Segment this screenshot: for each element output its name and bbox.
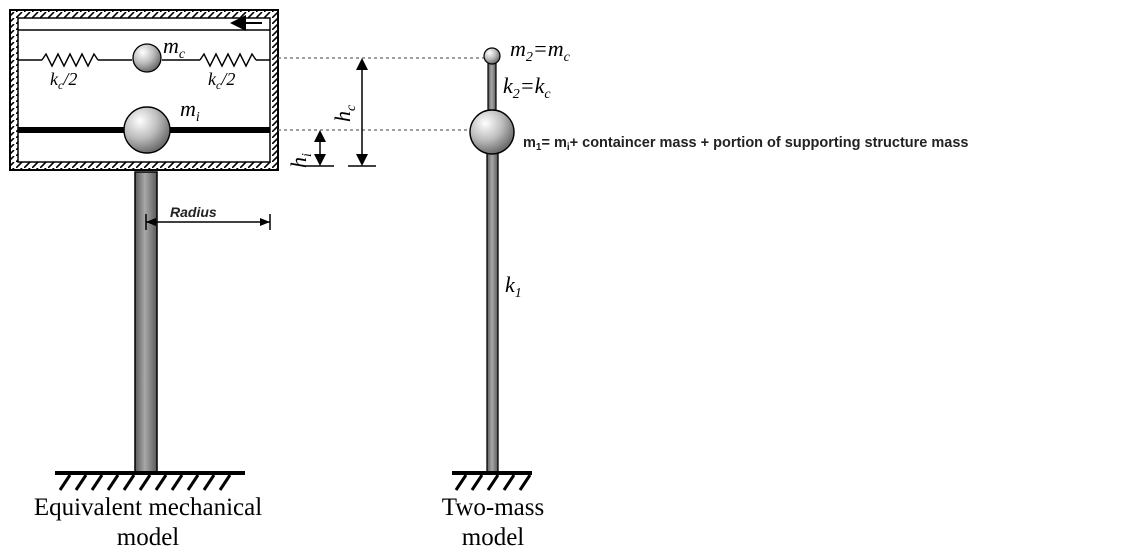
lower-column-k1 <box>486 149 499 473</box>
left-spring <box>41 52 99 68</box>
hc-label: hc <box>330 104 359 122</box>
left-spring-label: kc/2 <box>50 69 77 92</box>
m2-label: m2=mc <box>510 36 571 65</box>
hi-label: hi <box>286 153 315 168</box>
k2-label: k2=kc <box>503 73 551 102</box>
left-caption-line1: Equivalent mechanical <box>34 494 262 521</box>
right-caption-line2: model <box>462 524 525 551</box>
convective-spring-system <box>18 43 270 73</box>
right-ground-hatch <box>454 474 532 491</box>
equivalent-mechanical-model: mc mi kc/2 kc/2 Radius Equivalent mecha <box>9 9 279 551</box>
m1-definition: m1= mi+ containcer mass + portion of sup… <box>523 135 968 153</box>
right-spring-label: kc/2 <box>208 69 235 92</box>
two-mass-model: m2=mc k2=kc m1= mi+ containcer mass + po… <box>442 36 969 551</box>
height-dimensions: hc hi <box>278 57 485 168</box>
mi-label: mi <box>180 96 200 125</box>
left-caption-line2: model <box>117 524 180 551</box>
convective-mass-ball <box>132 43 162 73</box>
radius-label: Radius <box>170 204 217 220</box>
mass-m2-ball <box>483 47 501 65</box>
impulsive-mass-ball <box>123 106 171 154</box>
right-spring <box>199 52 257 68</box>
mass-m1-ball <box>469 109 515 155</box>
left-ground-hatch <box>58 474 232 491</box>
k1-label: k1 <box>505 272 522 301</box>
mc-label: mc <box>163 33 186 62</box>
right-caption-line1: Two-mass <box>442 494 544 521</box>
upper-stick-k2 <box>487 61 497 111</box>
